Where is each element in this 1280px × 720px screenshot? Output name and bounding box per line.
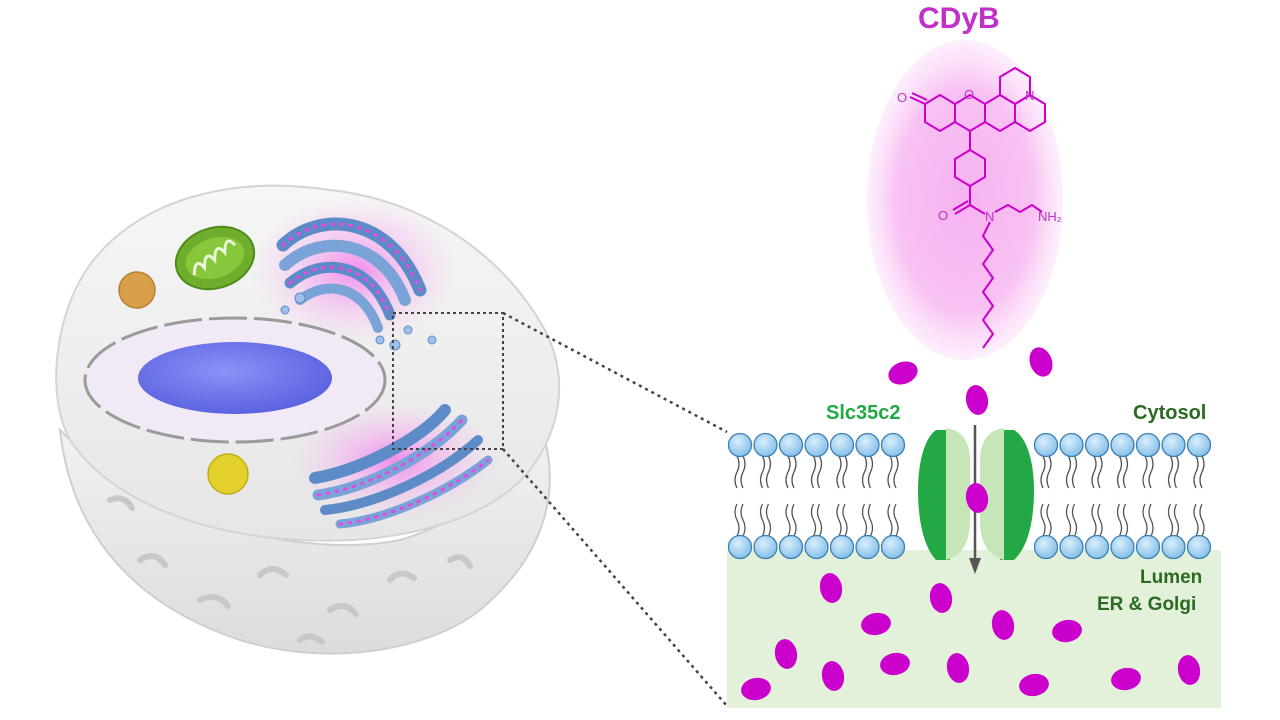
cdyb-molecule bbox=[774, 639, 798, 669]
atom-n-amide: N bbox=[985, 209, 994, 224]
vesicle-yellow bbox=[207, 453, 249, 495]
lipid bbox=[880, 432, 906, 560]
lipid-bilayer bbox=[727, 432, 1212, 560]
lipid bbox=[753, 432, 778, 560]
lipid bbox=[1110, 432, 1135, 560]
golgi-stack-lower bbox=[309, 404, 493, 529]
cell-cytoskeleton-marks bbox=[107, 495, 473, 645]
lipid bbox=[1033, 432, 1059, 560]
cdyb-molecule bbox=[861, 612, 891, 636]
er-golgi-label: ER & Golgi bbox=[1097, 594, 1197, 615]
cdyb-molecule bbox=[819, 573, 843, 603]
cdyb-molecule bbox=[741, 677, 771, 701]
atom-n-ring: N bbox=[1025, 88, 1034, 103]
cdyb-molecule bbox=[991, 610, 1015, 640]
cdyb-structure bbox=[909, 67, 1046, 349]
cdyb-molecule bbox=[1029, 347, 1053, 377]
cytosol-label: Cytosol bbox=[1133, 402, 1207, 424]
lipid bbox=[1135, 432, 1161, 560]
nucleus bbox=[138, 342, 332, 414]
lipid bbox=[1161, 432, 1186, 560]
cdyb-molecule bbox=[1177, 655, 1201, 685]
cdyb-title: CDyB bbox=[918, 2, 1000, 35]
lipid bbox=[1186, 432, 1212, 560]
cdyb-molecule bbox=[1111, 667, 1141, 691]
cell-lower-body bbox=[58, 427, 551, 655]
cdyb-molecule bbox=[946, 653, 970, 683]
cdyb-molecule bbox=[965, 385, 989, 415]
lipid bbox=[727, 432, 753, 560]
cdyb-molecule bbox=[929, 583, 953, 613]
slc35c2-label: Slc35c2 bbox=[826, 402, 901, 424]
cdyb-molecule bbox=[821, 661, 845, 691]
mitochondrion bbox=[174, 225, 256, 291]
lipid bbox=[855, 432, 880, 560]
cdyb-atom-labels: O O N O N NH₂ bbox=[897, 87, 1062, 224]
zoom-connector-top bbox=[502, 311, 728, 434]
lipid bbox=[1084, 432, 1110, 560]
cdyb-molecule bbox=[1019, 673, 1049, 697]
golgi-stack-upper bbox=[276, 217, 427, 333]
cell-illustration bbox=[55, 184, 561, 655]
lipid bbox=[804, 432, 829, 560]
atom-o-amide: O bbox=[938, 208, 948, 223]
atom-nh2: NH₂ bbox=[1038, 209, 1062, 224]
atom-o-carbonyl: O bbox=[897, 90, 907, 105]
cdyb-molecules bbox=[741, 347, 1201, 701]
cdyb-molecule bbox=[1052, 619, 1082, 643]
cdyb-molecule bbox=[965, 483, 989, 513]
cdyb-molecule bbox=[880, 652, 910, 676]
slc35c2-transporter bbox=[918, 428, 1034, 560]
zoom-connector-bottom bbox=[502, 448, 728, 707]
zoom-region-box bbox=[392, 312, 504, 450]
atom-o-ring: O bbox=[964, 87, 974, 102]
golgi-vesicles bbox=[280, 292, 437, 351]
vesicle-orange bbox=[118, 271, 156, 309]
lipid bbox=[1059, 432, 1084, 560]
cdyb-molecule bbox=[888, 361, 918, 385]
lipid bbox=[778, 432, 804, 560]
lipid bbox=[829, 432, 855, 560]
lumen-label: Lumen bbox=[1140, 567, 1203, 588]
